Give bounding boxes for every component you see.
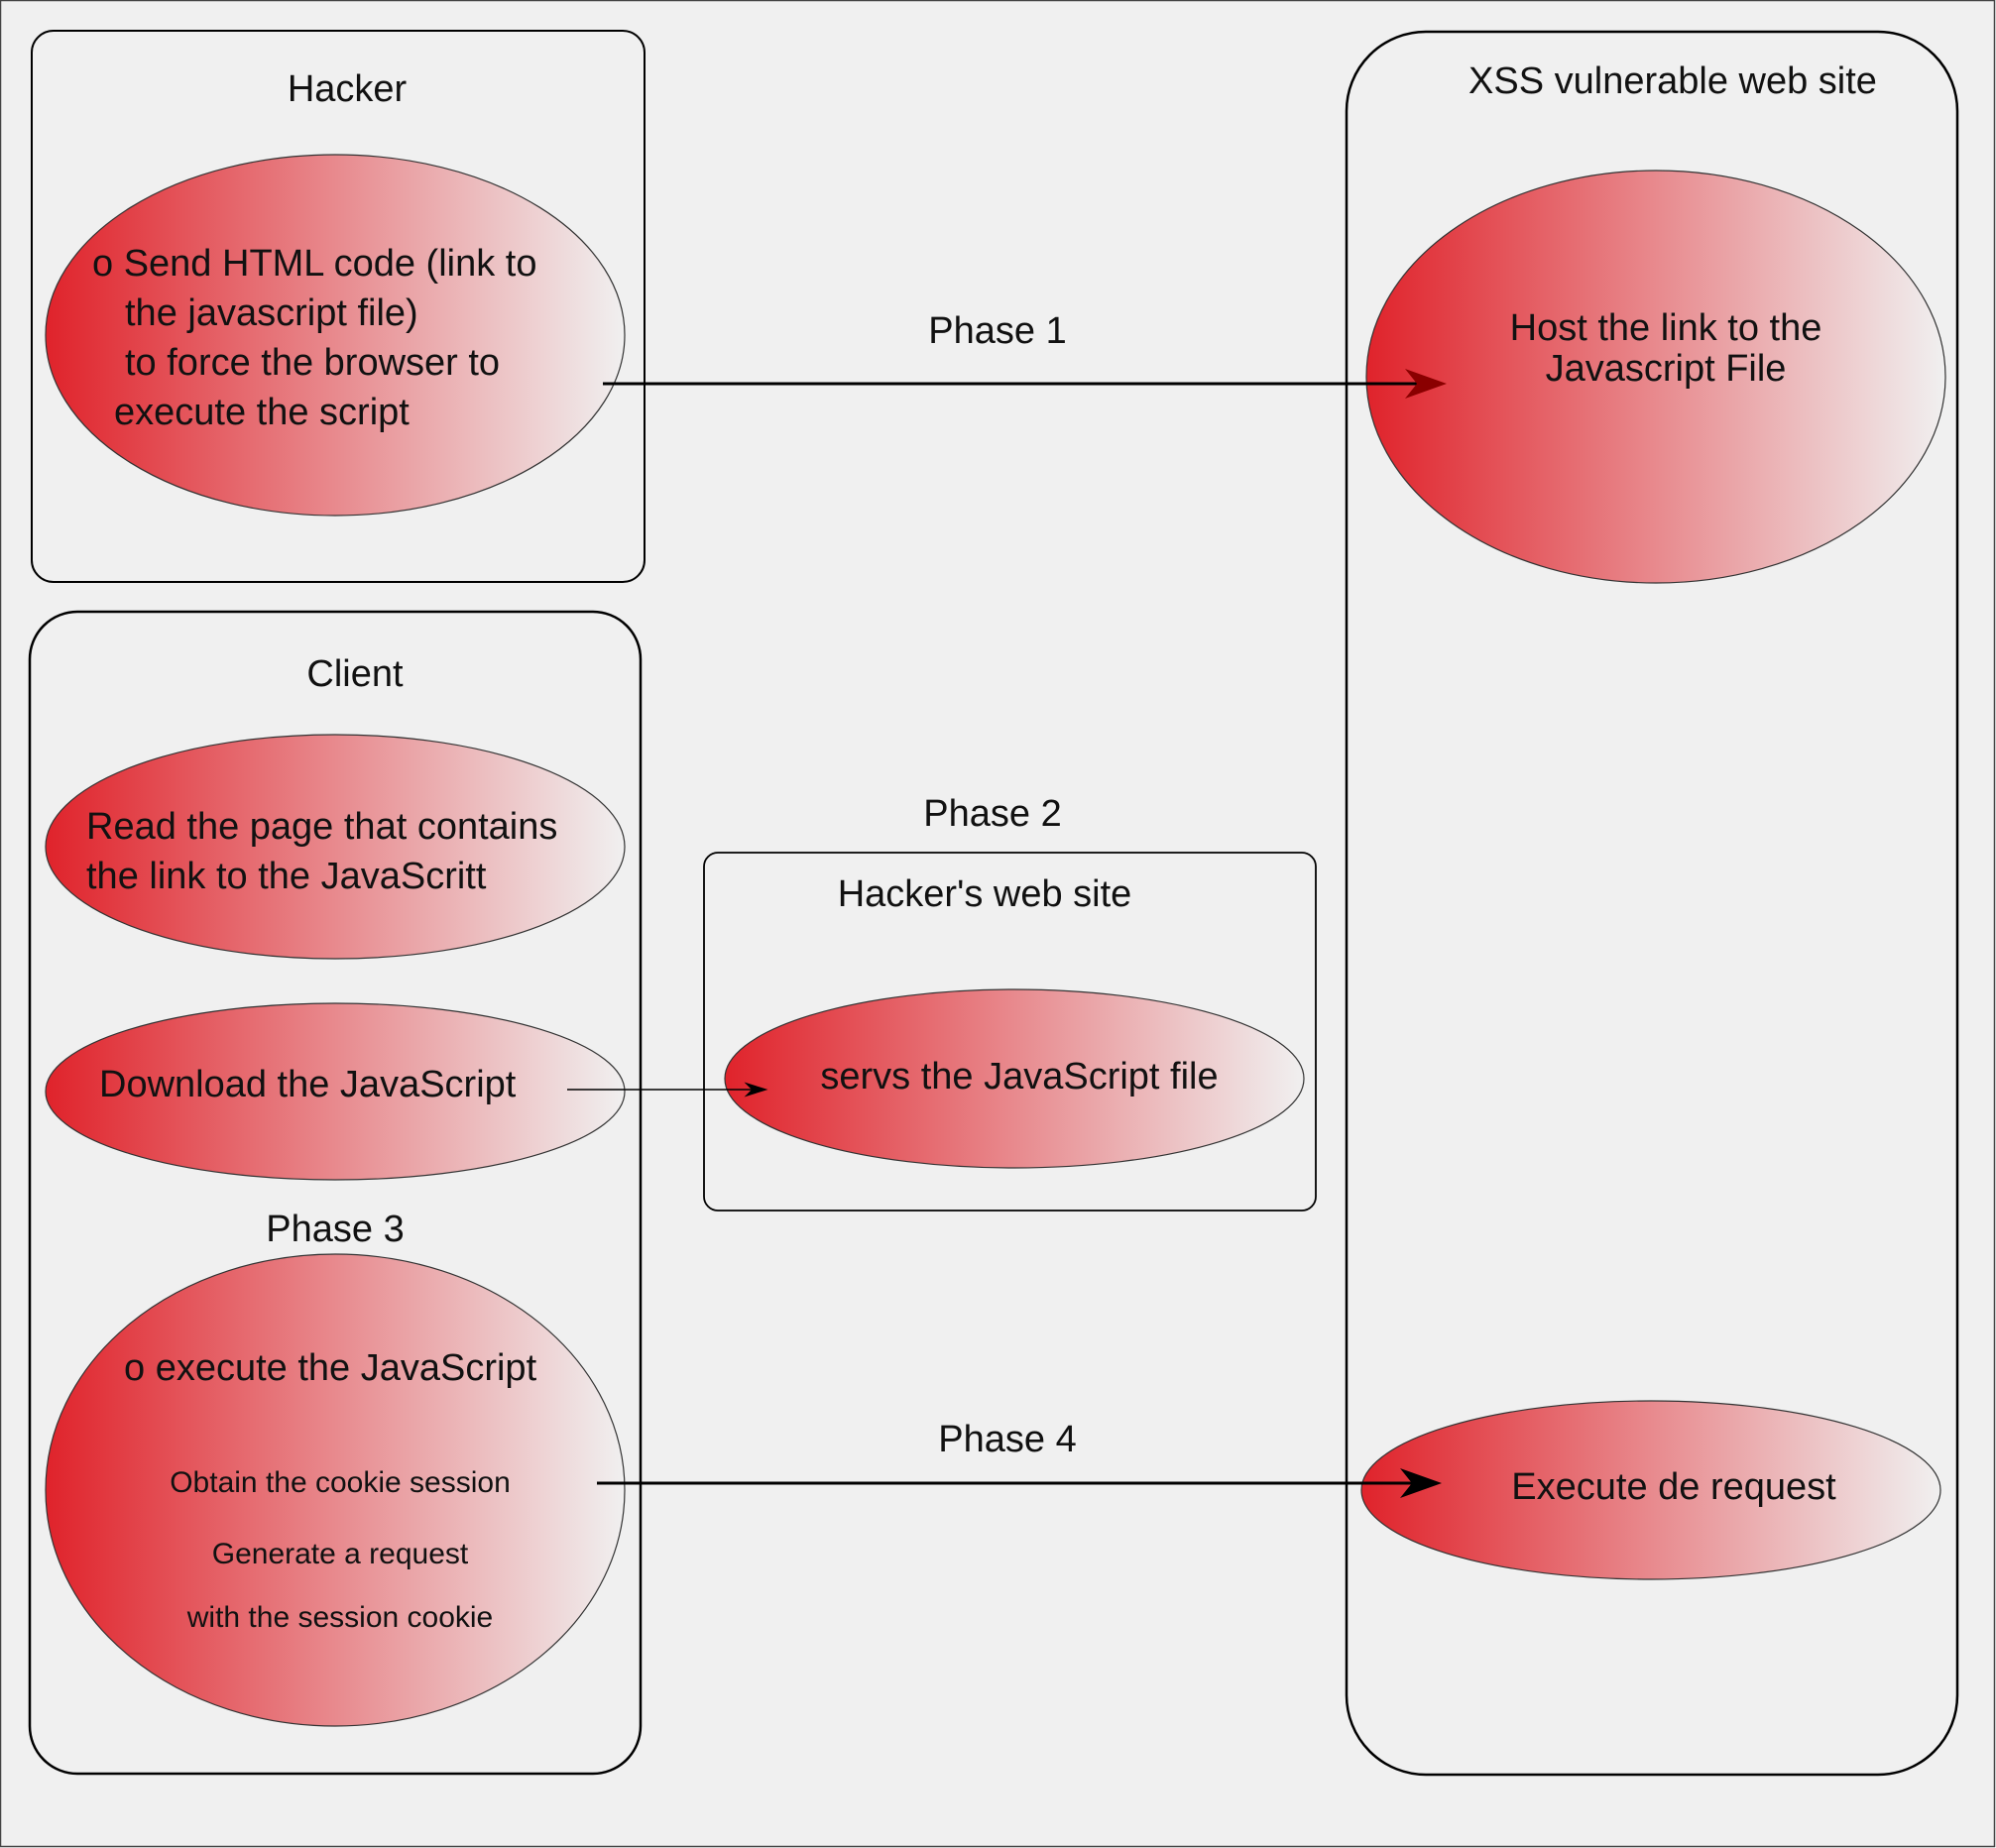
send-html-line-4: execute the script xyxy=(114,392,410,433)
execute-js-line-2: Obtain the cookie session xyxy=(170,1466,511,1499)
xss-site-group-title: XSS vulnerable web site xyxy=(1468,60,1877,102)
hackers-site-group-box xyxy=(703,852,1317,1212)
send-html-node xyxy=(45,154,626,517)
execute-js-line-4: with the session cookie xyxy=(186,1601,494,1634)
phase-1-label: Phase 1 xyxy=(928,310,1066,352)
phase-2-label: Phase 2 xyxy=(923,793,1061,835)
execute-js-line-3: Generate a request xyxy=(212,1538,469,1570)
hackers-site-group-title: Hacker's web site xyxy=(838,873,1132,915)
hacker-group-title: Hacker xyxy=(288,68,408,110)
phase-3-label: Phase 3 xyxy=(266,1209,404,1250)
client-group-box xyxy=(28,610,643,1776)
download-js-line-1: Download the JavaScript xyxy=(99,1064,517,1105)
host-link-line-2: Javascript File xyxy=(1546,348,1787,390)
serve-js-line-1: servs the JavaScript file xyxy=(820,1056,1218,1097)
xss-site-group-box xyxy=(1345,30,1959,1777)
read-page-line-1: Read the page that contains xyxy=(86,806,557,848)
read-page-node xyxy=(45,734,626,960)
execute-request-line-1: Execute de request xyxy=(1511,1466,1836,1508)
send-html-line-1: o Send HTML code (link to xyxy=(92,243,536,285)
execute-js-line-1: o execute the JavaScript xyxy=(124,1347,537,1389)
hacker-group-box xyxy=(31,30,646,583)
phase-4-label: Phase 4 xyxy=(938,1419,1076,1460)
serve-js-node xyxy=(724,988,1305,1169)
send-html-line-3: to force the browser to xyxy=(125,342,500,384)
read-page-line-2: the link to the JavaScritt xyxy=(86,856,487,897)
download-js-node xyxy=(45,1002,626,1181)
send-html-line-2: the javascript file) xyxy=(125,292,418,334)
host-link-line-1: Host the link to the xyxy=(1510,307,1822,349)
execute-request-node xyxy=(1360,1400,1941,1580)
host-link-node xyxy=(1365,170,1946,584)
client-group-title: Client xyxy=(306,653,404,695)
execute-js-node xyxy=(45,1253,626,1727)
